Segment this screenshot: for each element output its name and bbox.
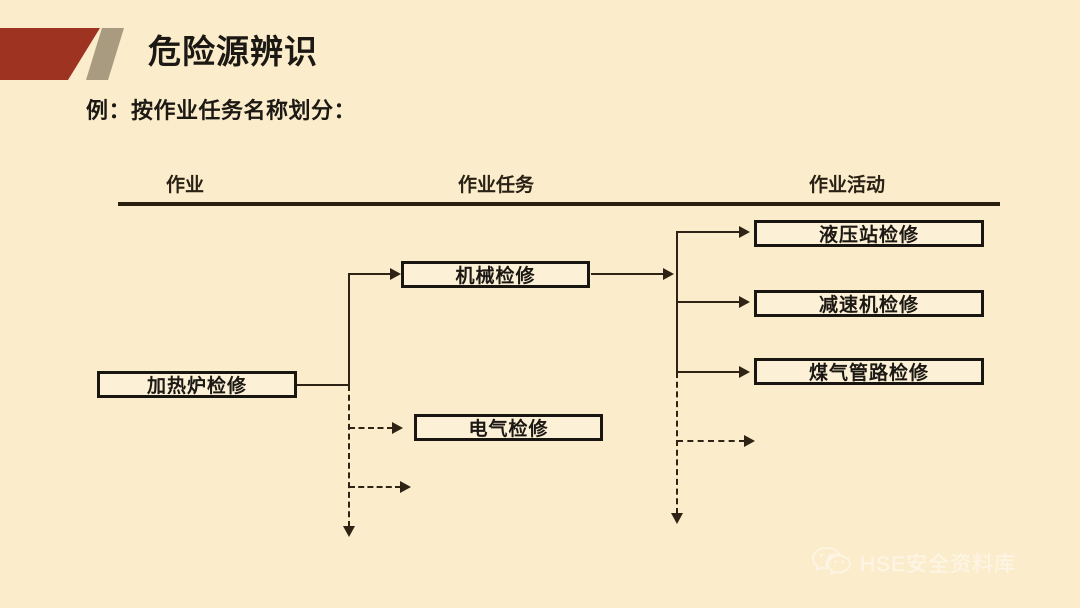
node-heating-furnace-maintenance[interactable]: 加热炉检修 [97, 371, 297, 398]
arrowhead-to-mechanical [390, 268, 401, 280]
column-header-work-activity: 作业活动 [808, 175, 886, 196]
arrowhead-to-gaspipe [739, 366, 750, 378]
connector-trunk2-to-hydraulic [676, 231, 740, 233]
column-header-work-task: 作业任务 [457, 175, 535, 196]
connector-trunk2-to-gaspipe [676, 371, 740, 373]
arrowhead-trunk1-down [343, 526, 355, 537]
node-mechanical-maintenance[interactable]: 机械检修 [401, 261, 590, 288]
arrowhead-empty-slot-1 [400, 481, 411, 493]
node-electrical-maintenance[interactable]: 电气检修 [414, 414, 603, 441]
column-header-work: 作业 [165, 175, 205, 196]
header-divider-line [118, 202, 1000, 206]
connector-trunk2-dashed [676, 372, 678, 514]
arrowhead-to-electrical [392, 422, 403, 434]
connector-trunk1-to-mechanical [348, 273, 392, 275]
connector-trunk1-to-empty-slot [349, 486, 401, 488]
connector-trunk2-to-empty-slot [677, 440, 745, 442]
connector-trunk1-to-electrical [349, 427, 393, 429]
header-red-banner-shape [0, 28, 100, 80]
arrowhead-trunk2-down [671, 513, 683, 524]
watermark: HSE安全资料库 [812, 545, 1016, 580]
page-subtitle: 例：按作业任务名称划分： [86, 98, 357, 123]
connector-trunk2-to-reducer [676, 301, 740, 303]
arrowhead-trunk2-entry [663, 268, 674, 280]
arrowhead-empty-slot-2 [744, 435, 755, 447]
watermark-text: HSE安全资料库 [860, 552, 1017, 576]
page-title: 危险源辨识 [148, 33, 318, 70]
wechat-icon [812, 545, 852, 580]
connector-l1-to-trunk [296, 384, 350, 386]
arrowhead-to-reducer [739, 296, 750, 308]
connector-trunk1-solid [348, 273, 350, 385]
arrowhead-to-hydraulic [739, 226, 750, 238]
connector-trunk1-dashed [348, 385, 350, 527]
node-hydraulic-station-maintenance[interactable]: 液压站检修 [754, 220, 984, 247]
connector-mechanical-to-trunk2 [591, 273, 666, 275]
node-gas-pipeline-maintenance[interactable]: 煤气管路检修 [754, 358, 984, 385]
node-reducer-maintenance[interactable]: 减速机检修 [754, 290, 984, 317]
